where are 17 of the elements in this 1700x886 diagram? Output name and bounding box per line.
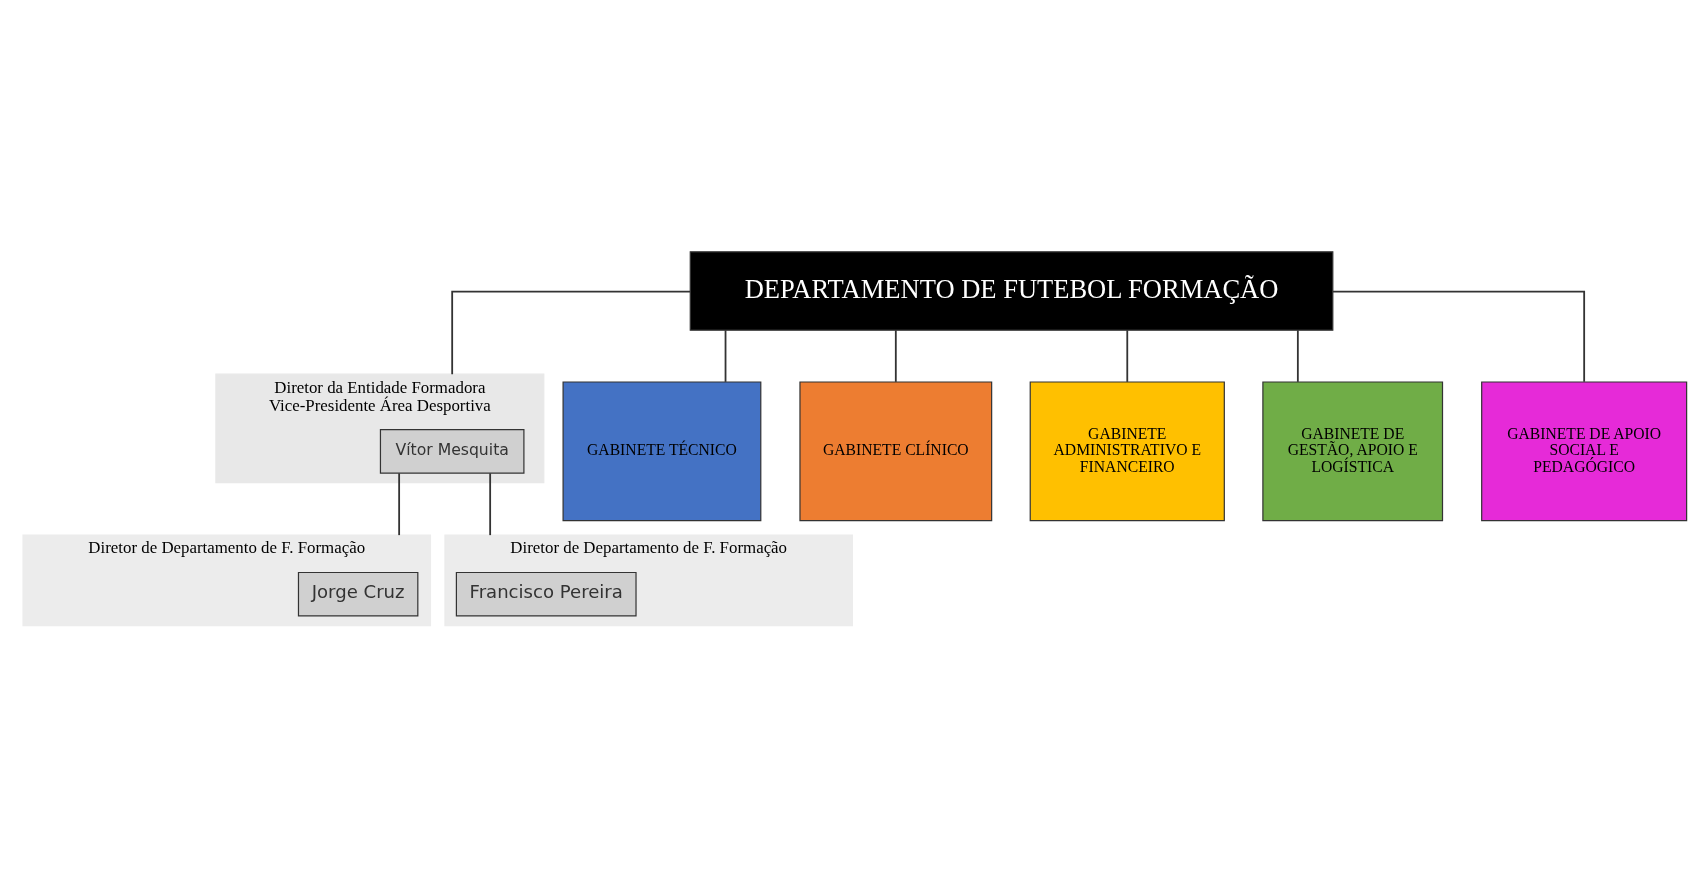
connector <box>724 328 727 383</box>
connector <box>489 471 492 536</box>
connector <box>451 290 692 375</box>
connector <box>398 471 401 536</box>
node-box: Jorge Cruz <box>297 571 419 616</box>
node-box: Francisco Pereira <box>455 571 637 616</box>
connector <box>1332 290 1586 383</box>
node-box: DEPARTAMENTO DE FUTEBOL FORMAÇÃO <box>689 250 1334 331</box>
connector <box>1296 328 1299 383</box>
node-box: GABINETE TÉCNICO <box>562 380 762 521</box>
connector <box>894 328 897 383</box>
node-box: GABINETE DE APOIO SOCIAL E PEDAGÓGICO <box>1481 380 1688 521</box>
node-box: GABINETE ADMINISTRATIVO E FINANCEIRO <box>1029 380 1225 521</box>
node-box: GABINETE CLÍNICO <box>799 380 993 521</box>
node-box: Vítor Mesquita <box>379 428 525 474</box>
node-box: GABINETE DE GESTÃO, APOIO E LOGÍSTICA <box>1262 380 1444 521</box>
connector <box>1126 328 1129 383</box>
